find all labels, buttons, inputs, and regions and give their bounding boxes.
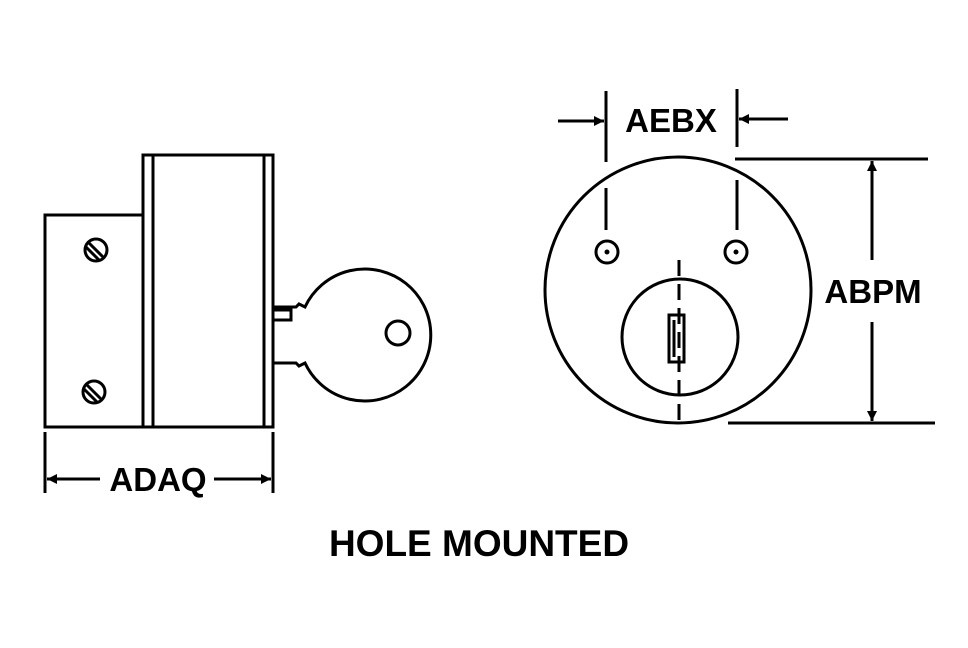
diagram-caption: HOLE MOUNTED bbox=[329, 523, 629, 564]
screw-icon bbox=[83, 237, 109, 263]
key-icon bbox=[271, 267, 433, 403]
mounting-hole-icon bbox=[723, 239, 749, 265]
keyway-icon bbox=[667, 313, 686, 364]
dimension-label-abpm: ABPM bbox=[824, 273, 921, 310]
mounting-hole-icon bbox=[594, 239, 620, 265]
lock-body bbox=[141, 153, 275, 429]
dimension-adaq: ADAQ bbox=[43, 432, 275, 498]
face-plate bbox=[543, 155, 813, 425]
screw-icon bbox=[81, 379, 107, 405]
dimension-label-aebx: AEBX bbox=[625, 102, 717, 139]
front-view: AEBX ABPM bbox=[543, 89, 935, 426]
dimension-abpm: ABPM bbox=[728, 157, 935, 425]
side-view: ADAQ bbox=[43, 153, 433, 498]
dimension-aebx: AEBX bbox=[558, 89, 788, 230]
dimension-label-adaq: ADAQ bbox=[109, 461, 206, 498]
